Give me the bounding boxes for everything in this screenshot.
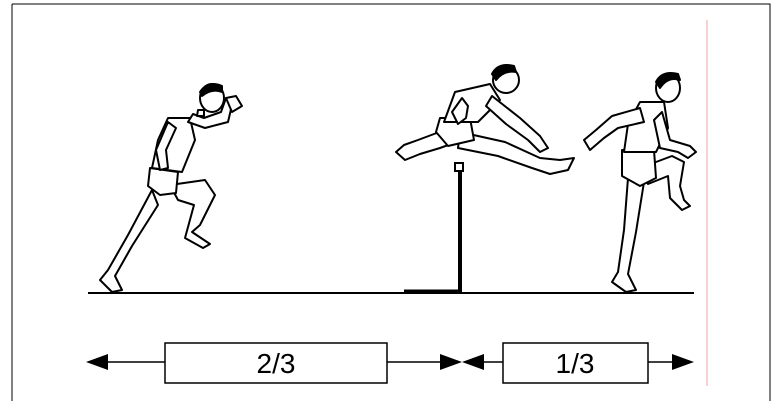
runner-clearing-hurdle	[395, 64, 575, 175]
frame-border	[11, 3, 771, 401]
segment-one-third: 1/3	[462, 342, 694, 384]
segment-2-label: 1/3	[556, 348, 595, 379]
runner-landing	[583, 72, 697, 293]
segment-1-label: 2/3	[257, 348, 296, 379]
segment-2-arrow-right	[672, 354, 694, 370]
runner-approach	[99, 83, 243, 293]
segment-two-thirds: 2/3	[86, 342, 462, 384]
segment-1-arrow-left	[86, 354, 108, 370]
segment-1-label-box	[164, 342, 388, 384]
segment-1-arrow-right	[440, 354, 462, 370]
segment-2-arrow-left	[462, 354, 484, 370]
hurdle	[404, 162, 464, 293]
segment-2-label-box	[502, 342, 649, 384]
